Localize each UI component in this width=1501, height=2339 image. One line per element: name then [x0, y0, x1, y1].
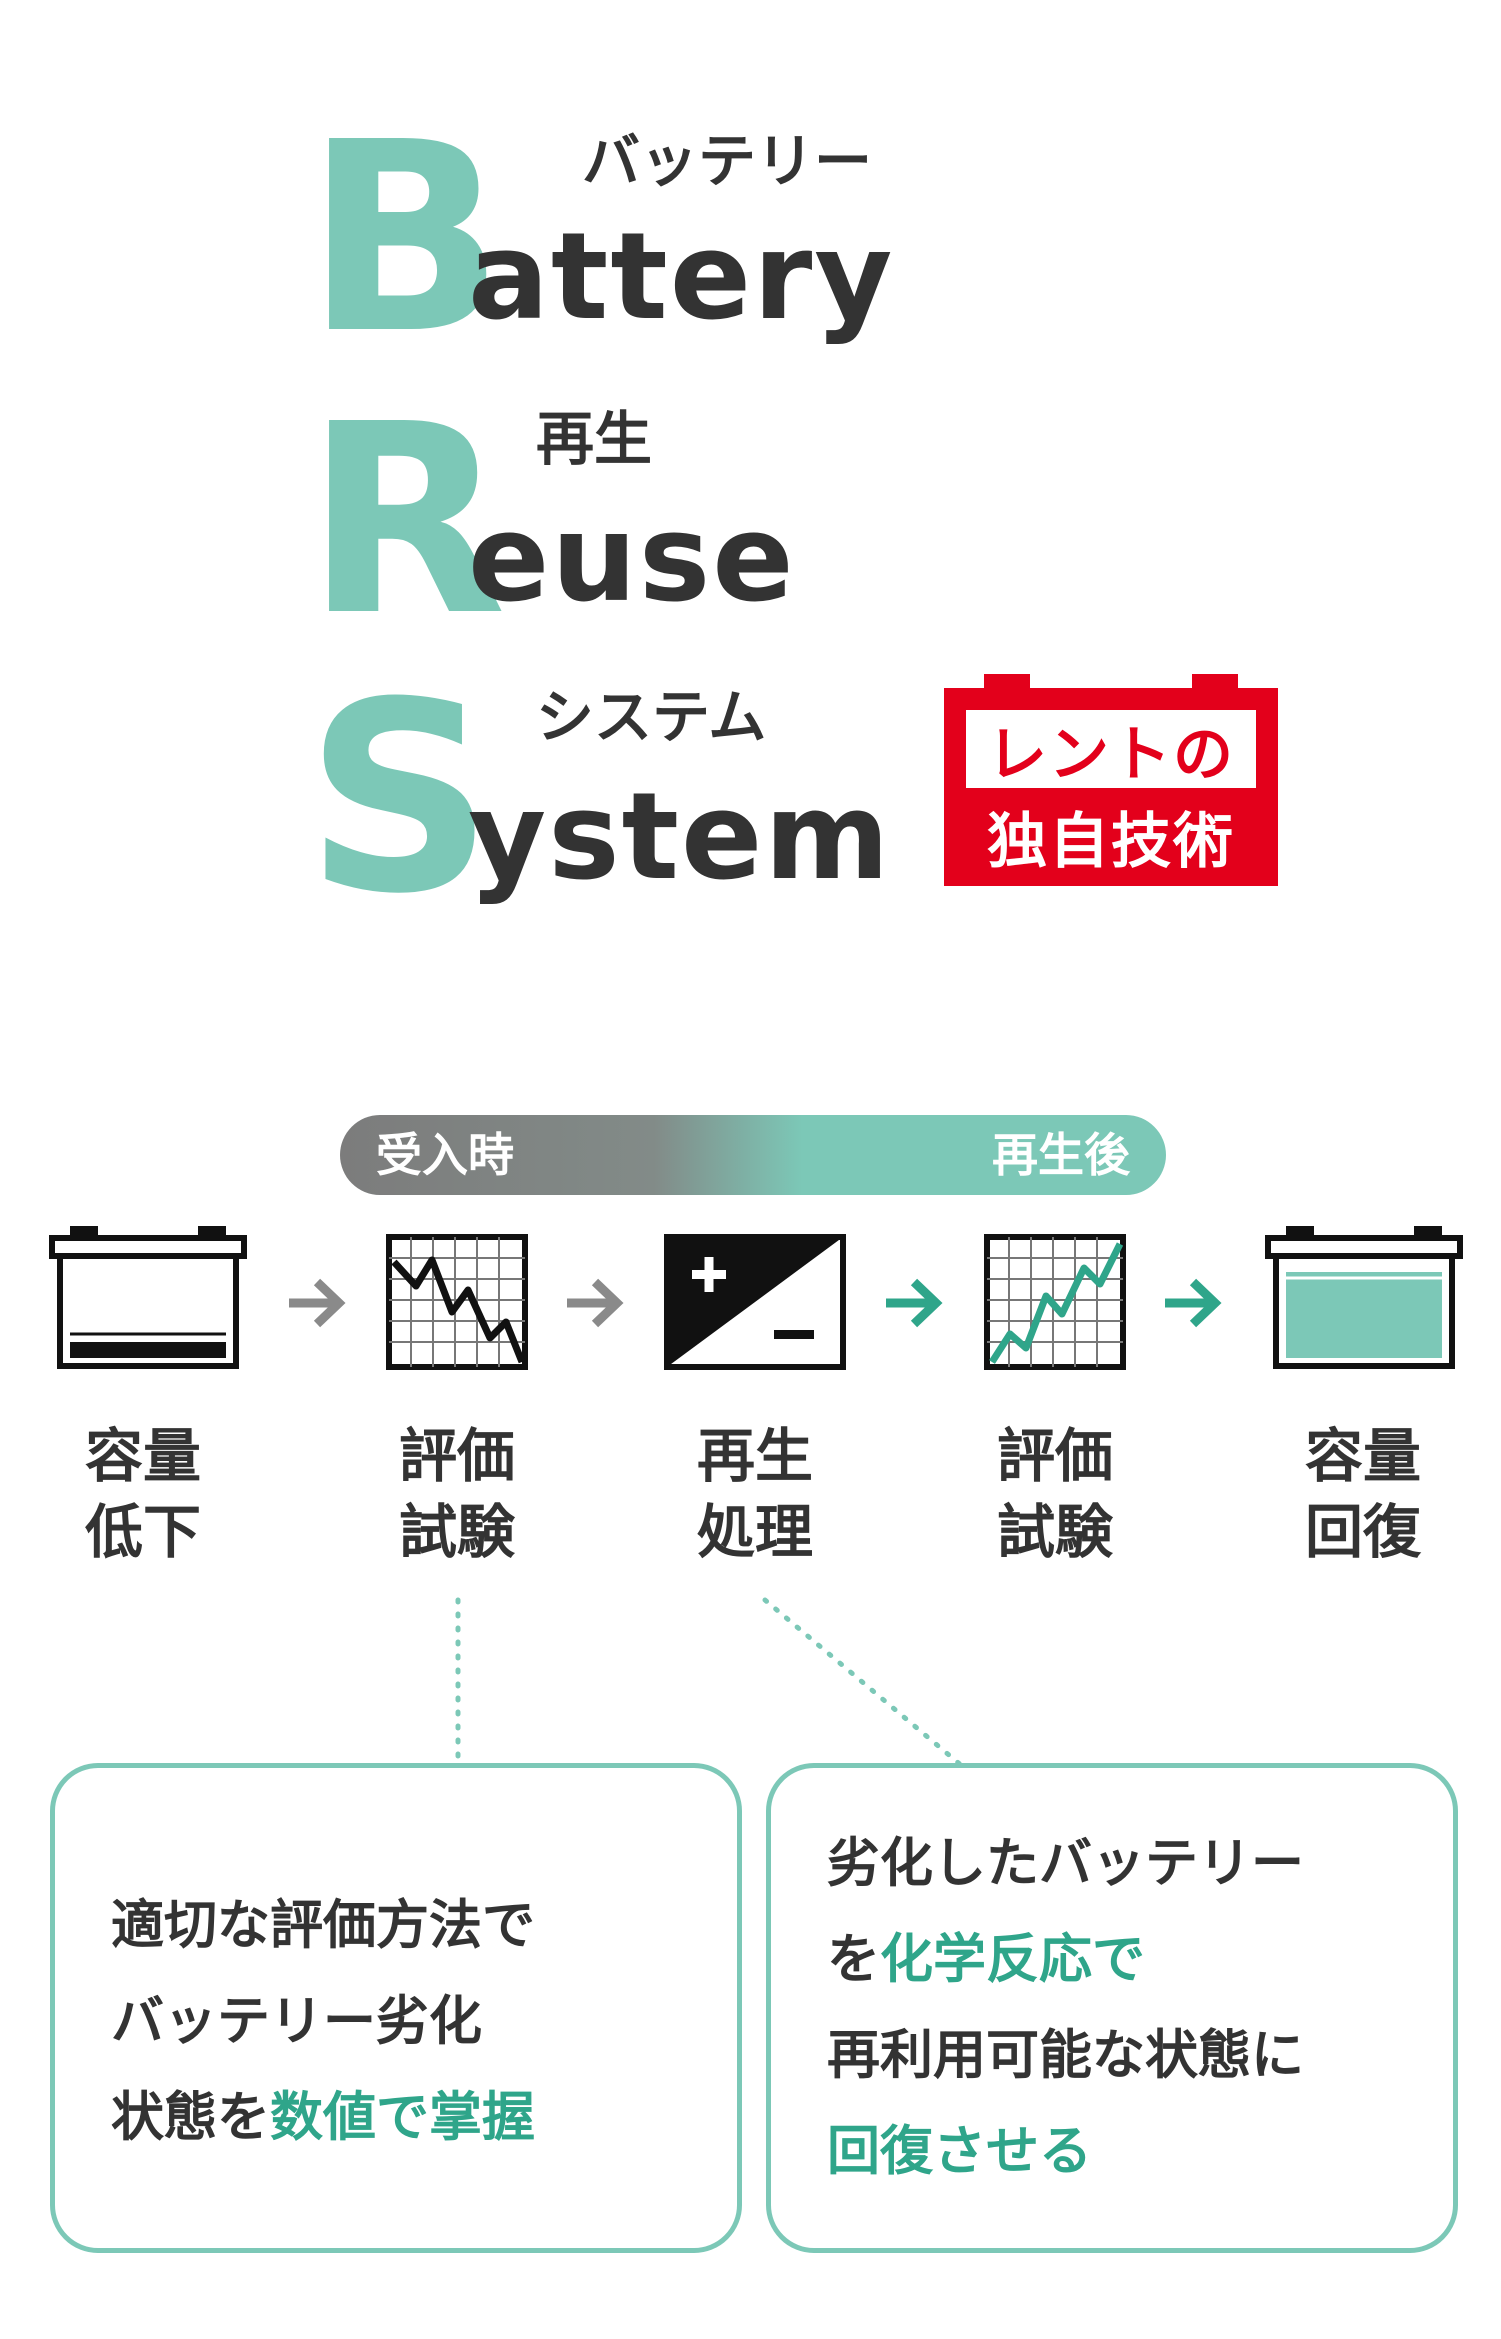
battery-full-icon	[1265, 1226, 1463, 1369]
badge-line2: 独自技術	[987, 806, 1235, 877]
charge-icon	[664, 1234, 846, 1370]
badge-terminal-right	[1192, 674, 1238, 690]
timeline-bar: 受入時 再生後	[340, 1115, 1166, 1195]
callout-evaluation-text: 適切な評価方法で バッテリー劣化 状態を数値で掌握	[111, 1895, 535, 2148]
title-word-battery: attery	[468, 208, 895, 347]
arrow-right-icon	[289, 1278, 346, 1328]
title-kana-battery: バッテリー	[582, 127, 873, 195]
callout-evaluation: 適切な評価方法で バッテリー劣化 状態を数値で掌握	[50, 1763, 742, 2253]
callout-regeneration-text: 劣化したバッテリー を化学反応で 再利用可能な状態に 回復させる	[827, 1833, 1304, 2182]
step-label-evaluation-after: 評価試験	[996, 1422, 1113, 1566]
chart-down-icon	[386, 1234, 528, 1370]
badge-terminal-left	[984, 674, 1030, 690]
badge-line1: レントの	[987, 719, 1235, 790]
arrow-right-icon	[886, 1278, 943, 1328]
title-letter-s: S	[305, 646, 494, 951]
title-letter-b: B	[305, 86, 505, 391]
badge-top-panel: レントの	[966, 710, 1256, 790]
step-label-capacity-drop: 容量低下	[84, 1422, 201, 1566]
callout-regeneration: 劣化したバッテリー を化学反応で 再利用可能な状態に 回復させる	[766, 1763, 1458, 2253]
title-word-reuse: euse	[468, 490, 796, 629]
step-label-regeneration: 再生処理	[696, 1422, 813, 1566]
title-word-system: ystem	[468, 768, 892, 907]
dotted-connectors	[455, 1597, 965, 1769]
arrow-right-icon	[567, 1278, 624, 1328]
step-label-evaluation-before: 評価試験	[398, 1422, 515, 1566]
chart-up-icon	[984, 1234, 1126, 1370]
step-label-capacity-recovery: 容量回復	[1304, 1422, 1421, 1566]
timeline-end-label: 再生後	[992, 1128, 1130, 1182]
battery-low-icon	[49, 1226, 247, 1369]
title-kana-reuse: 再生	[536, 405, 653, 473]
arrow-right-icon	[1165, 1278, 1222, 1328]
title-kana-system: システム	[536, 683, 767, 751]
connector-right	[762, 1597, 965, 1769]
title-letter-r: R	[305, 368, 507, 673]
timeline-start-label: 受入時	[376, 1128, 514, 1182]
original-technology-badge: レントの 独自技術	[944, 674, 1278, 886]
